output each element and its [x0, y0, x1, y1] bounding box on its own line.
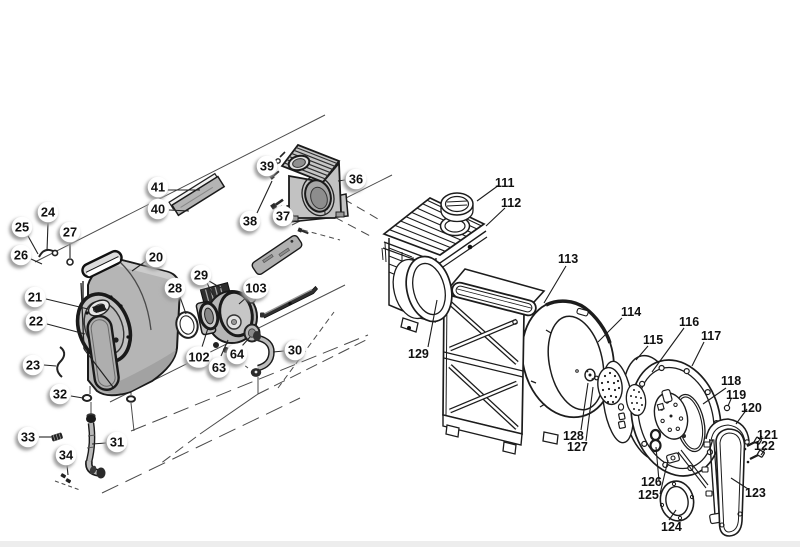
svg-text:31: 31 [110, 434, 124, 449]
svg-text:125: 125 [638, 488, 659, 502]
svg-text:36: 36 [349, 171, 363, 186]
svg-text:40: 40 [151, 201, 165, 216]
svg-text:115: 115 [643, 333, 663, 347]
svg-text:114: 114 [621, 305, 641, 319]
svg-text:124: 124 [661, 520, 682, 534]
svg-text:24: 24 [41, 204, 56, 219]
svg-text:103: 103 [245, 280, 266, 295]
svg-text:116: 116 [679, 315, 699, 329]
svg-text:119: 119 [726, 388, 746, 402]
svg-text:126: 126 [641, 475, 662, 489]
svg-text:112: 112 [501, 196, 521, 210]
svg-text:118: 118 [721, 374, 741, 388]
svg-text:122: 122 [754, 439, 775, 453]
svg-text:28: 28 [168, 280, 182, 295]
svg-text:33: 33 [21, 429, 35, 444]
svg-text:123: 123 [745, 486, 766, 500]
svg-text:32: 32 [53, 386, 67, 401]
svg-text:127: 127 [567, 440, 588, 454]
svg-text:117: 117 [701, 329, 721, 343]
svg-text:34: 34 [59, 447, 74, 462]
svg-text:38: 38 [243, 213, 257, 228]
svg-text:129: 129 [408, 347, 429, 361]
svg-text:113: 113 [558, 252, 578, 266]
svg-text:27: 27 [63, 224, 77, 239]
svg-text:23: 23 [26, 357, 40, 372]
svg-text:120: 120 [741, 401, 762, 415]
svg-text:22: 22 [29, 313, 43, 328]
svg-text:20: 20 [149, 249, 163, 264]
svg-text:121: 121 [757, 428, 778, 442]
svg-text:21: 21 [28, 289, 42, 304]
svg-text:30: 30 [288, 342, 302, 357]
svg-text:128: 128 [563, 429, 584, 443]
svg-text:64: 64 [230, 346, 245, 361]
svg-text:41: 41 [151, 179, 165, 194]
svg-text:25: 25 [15, 219, 29, 234]
svg-text:26: 26 [14, 247, 28, 262]
svg-text:29: 29 [194, 267, 208, 282]
svg-text:111: 111 [495, 176, 515, 190]
svg-text:63: 63 [212, 360, 226, 375]
svg-text:102: 102 [188, 349, 209, 364]
svg-text:37: 37 [276, 208, 290, 223]
svg-text:39: 39 [260, 158, 274, 173]
